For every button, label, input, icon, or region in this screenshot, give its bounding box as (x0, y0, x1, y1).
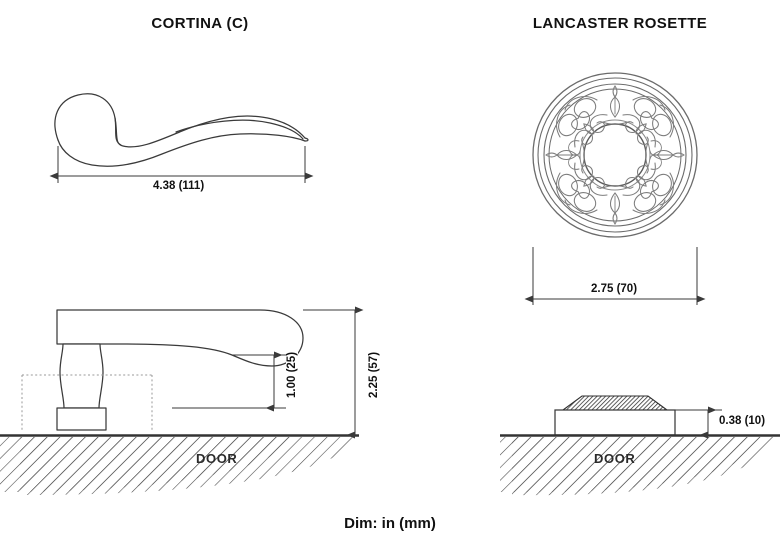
rosette-profile-view (554, 395, 676, 436)
panel-title-cortina: CORTINA (C) (151, 15, 249, 32)
dimension-label-lever-projection: 2.25 (57) (368, 349, 380, 400)
lever-side-inner-lines (56, 310, 115, 345)
dimension-label-rosette-thickness: 0.38 (10) (716, 415, 769, 427)
door-substrate-right (500, 437, 780, 496)
dimension-label-rosette-diameter: 2.75 (70) (588, 283, 641, 295)
panel-title-lancaster: LANCASTER ROSETTE (532, 15, 708, 32)
dimension-label-lever-length: 4.38 (111) (150, 180, 208, 192)
lever-projection-dimension (303, 306, 364, 439)
lever-side-view-outline (56, 309, 304, 431)
rosette-thickness-dimension (675, 406, 722, 439)
units-caption: Dim: in (mm) (344, 515, 436, 532)
rosette-ornament (545, 85, 685, 225)
lever-top-view-outline (54, 93, 309, 167)
lever-clearance-dimension (172, 351, 286, 412)
door-label-right: DOOR (594, 451, 636, 466)
lever-length-dimension (49, 146, 314, 183)
dimension-label-lever-clearance: 1.00 (25) (286, 349, 298, 400)
door-substrate-left (0, 437, 360, 495)
rosette-diameter-dimension (524, 247, 706, 305)
rosette-footprint-hidden-outline (21, 374, 153, 430)
rosette-face-view (532, 72, 698, 238)
door-label-left: DOOR (196, 451, 238, 466)
